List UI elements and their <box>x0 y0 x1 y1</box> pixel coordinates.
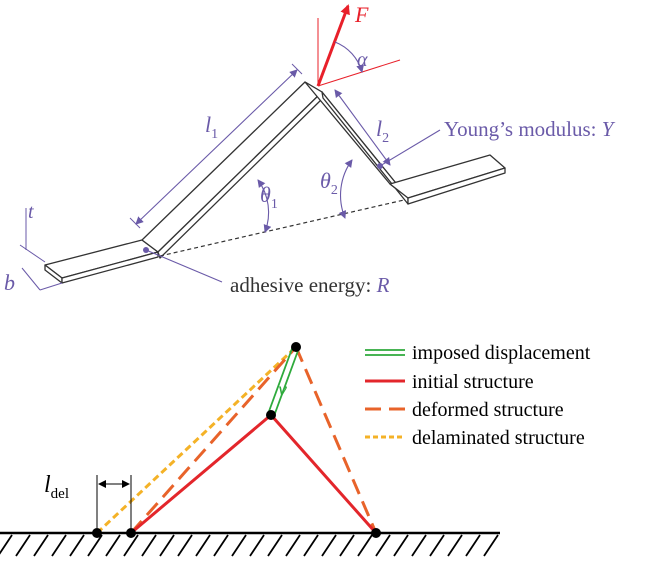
hatch-line <box>267 534 283 557</box>
deformed-structure-left <box>129 346 298 534</box>
hatch-line <box>15 534 31 557</box>
alpha-arc <box>334 41 365 73</box>
alpha-reference-line <box>317 59 401 87</box>
hatch-line <box>213 534 229 557</box>
force-arrow <box>316 4 350 87</box>
hatch-line <box>33 534 49 557</box>
b-leader <box>39 282 63 291</box>
ground <box>0 531 500 557</box>
adhesive-energy-label: adhesive energy: R <box>230 273 390 297</box>
hatch-line <box>321 534 337 557</box>
adhesive-leader <box>145 249 223 283</box>
l2-dimension <box>334 89 391 166</box>
thickness-label: t <box>28 201 34 223</box>
hatch-line <box>357 534 373 557</box>
hatch-line <box>141 534 157 557</box>
delaminated-structure-line <box>95 345 298 535</box>
node-left <box>126 528 136 538</box>
ground-hatching <box>0 534 499 557</box>
hatch-line <box>159 534 175 557</box>
theta2-arc <box>338 159 353 219</box>
hatch-line <box>0 534 13 555</box>
theta2-label: θ2 <box>320 168 338 198</box>
hatch-line <box>411 534 427 557</box>
hatch-line <box>303 534 319 557</box>
hatch-line <box>231 534 247 557</box>
legend-label: deformed structure <box>412 399 564 421</box>
hatch-line <box>375 534 391 557</box>
legend-label: imposed displacement <box>412 342 591 364</box>
node-delaminated <box>92 528 102 538</box>
right-flat-strip-front <box>407 167 506 205</box>
alpha-label: α <box>357 49 368 71</box>
hatch-line <box>195 534 211 557</box>
hatch-line <box>123 534 139 557</box>
hatch-line <box>465 534 481 557</box>
hatch-line <box>393 534 409 557</box>
legend-label: initial structure <box>412 371 534 393</box>
apex-node-deformed <box>291 342 301 352</box>
hatch-line <box>177 534 193 557</box>
l1-dimension <box>135 69 298 225</box>
adhesive-dot <box>143 247 149 253</box>
hatch-line <box>87 534 103 557</box>
node-right <box>371 528 381 538</box>
hatch-line <box>285 534 301 557</box>
imposed-displacement-b <box>273 347 300 417</box>
force-label: F <box>354 2 369 27</box>
l1-tick-start <box>129 217 141 229</box>
legend-delaminated-structure: delaminated structure <box>365 427 585 449</box>
youngs-leader <box>379 129 441 167</box>
b-dimension <box>21 267 41 291</box>
segment-l1-top <box>141 81 323 253</box>
theta1-label: θ1 <box>260 182 278 212</box>
youngs-dot <box>377 163 383 169</box>
legend-initial-structure: initial structure <box>365 371 534 393</box>
deformed-structure-right <box>294 346 378 534</box>
left-flat-strip-front <box>61 251 159 284</box>
initial-structure <box>130 412 378 535</box>
legend-deformed-structure: deformed structure <box>365 399 564 421</box>
hatch-line <box>69 534 85 557</box>
hatch-line <box>429 534 445 557</box>
legend: imposed displacement initial structure d… <box>365 342 591 449</box>
folded-strip <box>44 81 506 284</box>
displacement-v-label: v <box>278 379 287 401</box>
t-leader <box>19 244 46 263</box>
legend-imposed-displacement: imposed displacement <box>365 342 591 364</box>
hatch-line <box>339 534 355 557</box>
l2-label: l2 <box>376 116 389 146</box>
l1-label: l1 <box>205 112 218 142</box>
hatch-line <box>483 534 499 557</box>
hatch-line <box>105 534 121 557</box>
hatch-line <box>249 534 265 557</box>
youngs-modulus-label: Young’s modulus: Y <box>444 117 616 141</box>
legend-label: delaminated structure <box>412 427 585 449</box>
hatch-line <box>447 534 463 557</box>
apex-node-initial <box>266 410 276 420</box>
segment-l1-front <box>157 91 324 259</box>
width-label: b <box>4 270 15 295</box>
l1-tick-end <box>291 63 303 75</box>
hatch-line <box>51 534 67 557</box>
imposed-displacement-a <box>267 345 294 415</box>
ldel-label: ldel <box>44 472 69 502</box>
